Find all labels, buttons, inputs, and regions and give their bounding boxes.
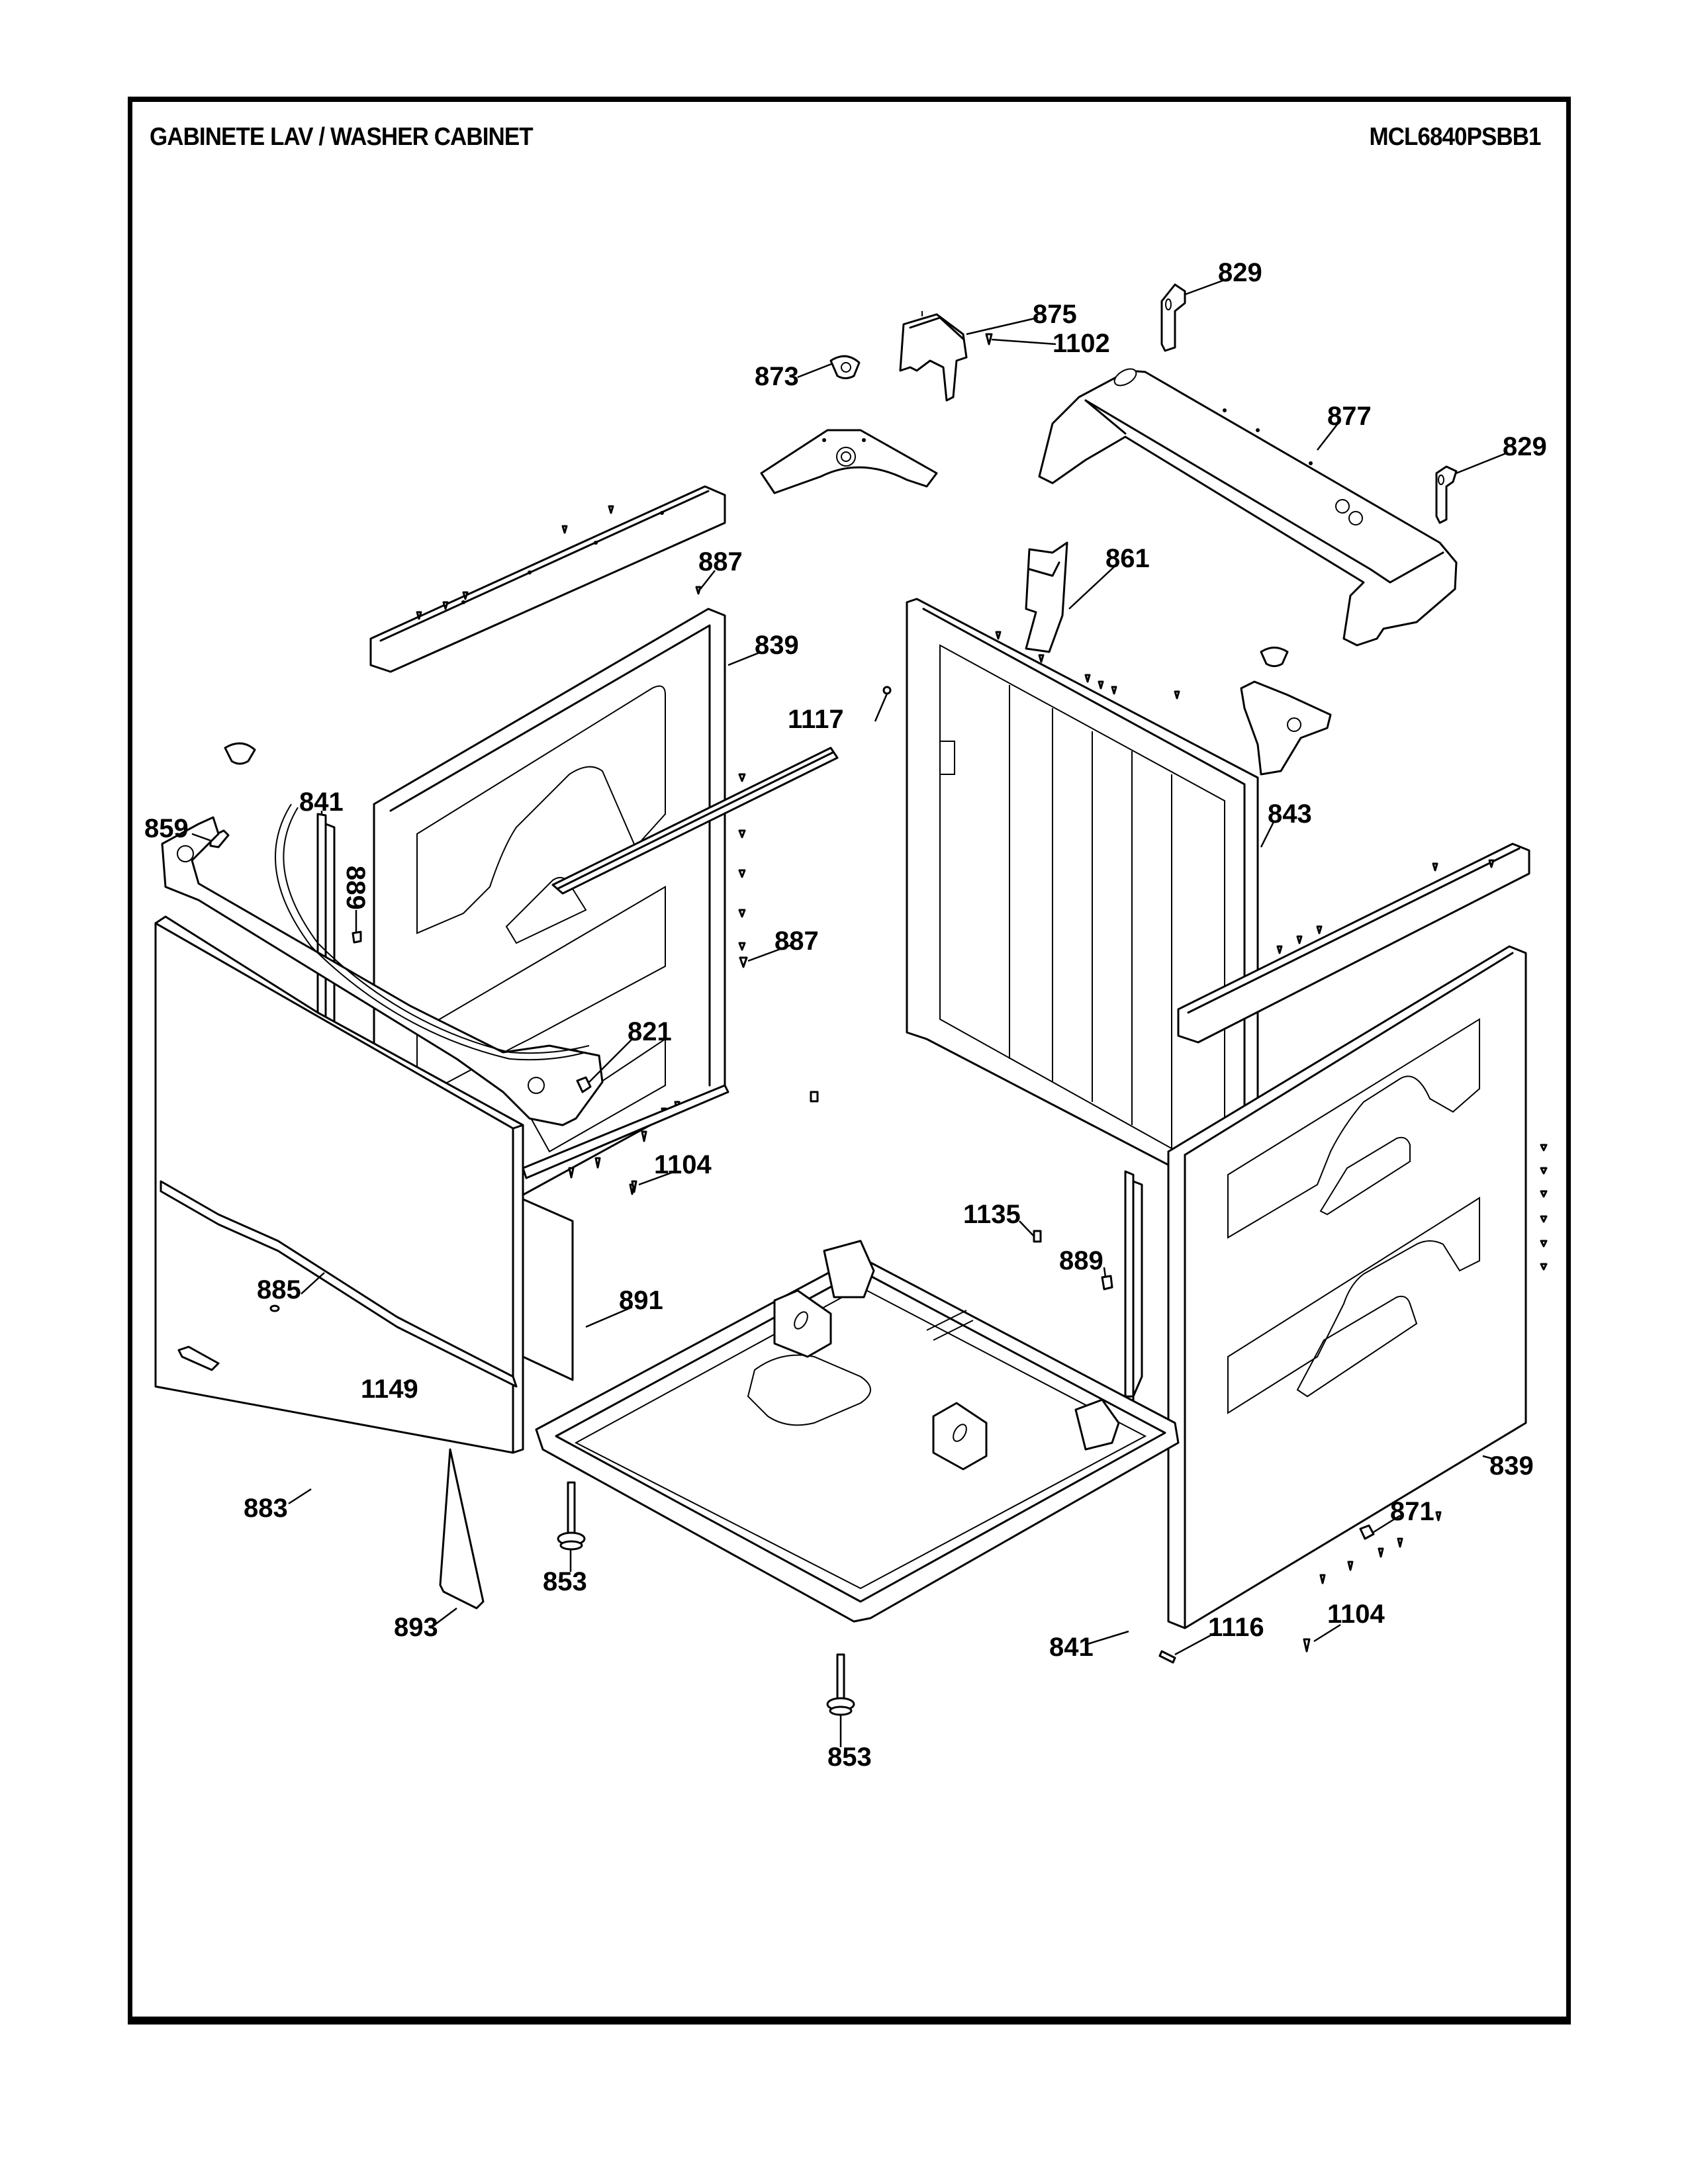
cup-left <box>224 742 256 765</box>
part-877-top-panel[interactable] <box>1038 365 1458 647</box>
label-885: 885 <box>257 1275 301 1304</box>
part-893-cover-plate[interactable] <box>439 1448 485 1610</box>
part-1102-screw[interactable] <box>985 333 993 345</box>
part-893-cover-plate-left[interactable] <box>177 1345 220 1371</box>
label-877: 877 <box>1327 402 1372 431</box>
part-1149-screw[interactable] <box>269 1304 280 1312</box>
right-top-rail[interactable] <box>1177 842 1530 1044</box>
part-829-bracket-right[interactable] <box>1435 465 1458 524</box>
model-number: MCL6840PSBB1 <box>1369 123 1542 151</box>
label-891: 891 <box>619 1286 663 1315</box>
cup-right <box>1260 647 1289 667</box>
part-841-post-left[interactable] <box>316 813 336 1034</box>
left-top-rail[interactable] <box>369 485 726 673</box>
part-labels: 829 875 1102 873 877 829 887 861 839 111… <box>144 258 1547 1772</box>
label-821: 821 <box>628 1017 672 1046</box>
part-861-channel[interactable] <box>1025 541 1068 653</box>
label-841: 841 <box>299 788 344 817</box>
part-859-clip[interactable] <box>209 829 230 848</box>
label-873: 873 <box>755 362 799 391</box>
part-1117-screw[interactable] <box>882 686 892 695</box>
part-1104-screw-front[interactable] <box>631 1180 637 1193</box>
label-839: 839 <box>755 631 799 660</box>
part-1116-screw[interactable] <box>1158 1650 1176 1664</box>
part-853-leveling-leg-rear[interactable] <box>826 1653 855 1716</box>
rear-panel-screws <box>995 631 1180 700</box>
part-875-cover[interactable] <box>899 311 968 402</box>
leader-lines <box>191 277 1507 1747</box>
part-853-leveling-leg-front[interactable] <box>557 1481 586 1551</box>
part-883-front-panel[interactable] <box>154 915 524 1454</box>
part-871-nut[interactable] <box>1359 1524 1375 1540</box>
label-853: 853 <box>543 1567 587 1596</box>
label-843: 843 <box>1268 799 1312 829</box>
diagonal-support-strip[interactable] <box>551 747 839 895</box>
label-1149: 1149 <box>361 1375 418 1404</box>
part-873-cup[interactable] <box>829 355 861 379</box>
base-frame[interactable] <box>535 1240 1180 1623</box>
label-871: 871 <box>1390 1497 1434 1526</box>
label-893: 893 <box>394 1613 438 1642</box>
part-841-post-right[interactable] <box>1124 1170 1143 1421</box>
front-bottom-rail[interactable] <box>522 1084 729 1179</box>
label-1116: 1116 <box>1208 1613 1264 1642</box>
diagram-title: GABINETE LAV / WASHER CABINET <box>150 123 534 151</box>
part-891-insulation-pad[interactable] <box>522 1198 574 1381</box>
rail-screws <box>416 505 702 620</box>
front-top-frame[interactable] <box>161 803 604 1126</box>
label-829: 829 <box>1218 258 1262 287</box>
part-889-clip-right[interactable] <box>1101 1275 1113 1291</box>
label-887: 887 <box>698 547 743 576</box>
label-875: 875 <box>1033 300 1077 329</box>
label-841-right: 841 <box>1049 1633 1094 1662</box>
part-1104-screw-right[interactable] <box>1303 1638 1311 1653</box>
part-843-rear-panel[interactable] <box>906 598 1259 1206</box>
label-883: 883 <box>244 1494 288 1523</box>
bottom-right-screws <box>1319 1511 1442 1584</box>
corner-plate-right[interactable] <box>1240 680 1332 776</box>
label-853-rear: 853 <box>827 1743 872 1772</box>
label-859: 859 <box>144 814 189 843</box>
label-1135: 1135 <box>963 1200 1021 1229</box>
part-1135-clip-nut[interactable] <box>1033 1230 1042 1243</box>
side-panel-screws-right <box>1540 1144 1548 1271</box>
label-1104: 1104 <box>654 1150 712 1179</box>
label-1104-right: 1104 <box>1327 1600 1385 1629</box>
right-rail-screws <box>1276 859 1495 954</box>
label-839-right: 839 <box>1489 1451 1534 1480</box>
label-1117: 1117 <box>788 705 844 734</box>
part-829-bracket-top[interactable] <box>1160 283 1186 352</box>
corner-plate-left[interactable] <box>760 429 938 494</box>
label-889: 889 <box>1059 1246 1103 1275</box>
label-889-vertical: 889 <box>341 866 370 910</box>
drawing-frame <box>128 97 1571 2025</box>
label-887-middle: 887 <box>774 927 819 956</box>
label-861: 861 <box>1105 544 1150 573</box>
part-821-bushing[interactable] <box>576 1076 592 1093</box>
label-829-right: 829 <box>1503 432 1547 461</box>
label-1102: 1102 <box>1053 329 1110 358</box>
part-839-side-panel-right[interactable] <box>1167 945 1527 1629</box>
panel-screws-left <box>738 773 748 968</box>
part-889-clip-left[interactable] <box>352 931 362 944</box>
